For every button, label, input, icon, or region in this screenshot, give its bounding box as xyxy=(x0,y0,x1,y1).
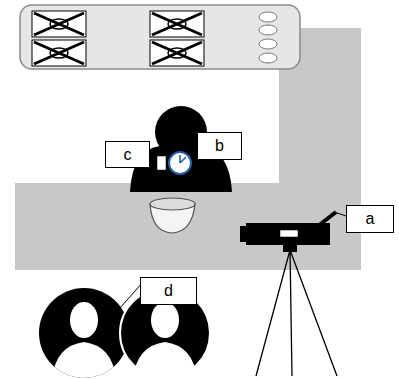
knob xyxy=(259,53,277,63)
person-head xyxy=(151,302,179,338)
tripod xyxy=(256,250,337,376)
person-shoulders xyxy=(133,342,197,379)
callout-box: b xyxy=(197,132,242,160)
burner-grate xyxy=(34,13,84,35)
camera-lens xyxy=(240,226,248,242)
camera-window xyxy=(280,230,298,237)
callout-box: c xyxy=(105,141,150,168)
stove-top xyxy=(20,5,300,69)
person-silhouette xyxy=(52,302,116,379)
burner-grate xyxy=(34,42,84,64)
callout-box: d xyxy=(140,277,197,305)
leader-line xyxy=(334,212,346,216)
burner xyxy=(150,11,204,37)
knob xyxy=(259,12,277,22)
burner-grate xyxy=(152,42,202,64)
burner-ring xyxy=(168,48,186,58)
callout-letter: b xyxy=(215,137,224,155)
burner-ring xyxy=(50,48,68,58)
counter-front xyxy=(15,183,361,270)
knob xyxy=(259,39,277,49)
person-head xyxy=(70,302,98,338)
cook-tag xyxy=(157,156,166,170)
burner-grate xyxy=(152,13,202,35)
burner-ring xyxy=(50,19,68,29)
bowl-rim xyxy=(150,198,195,210)
burner xyxy=(32,11,86,37)
person-shoulders xyxy=(52,342,116,379)
burner xyxy=(32,40,86,66)
camera-handle xyxy=(318,212,336,226)
camera xyxy=(240,212,337,376)
callout-letter: a xyxy=(366,210,375,228)
burner xyxy=(150,40,204,66)
callout-box: a xyxy=(346,205,394,233)
knobs xyxy=(259,12,277,63)
cook-clock xyxy=(169,152,191,174)
stove xyxy=(20,5,300,69)
knob xyxy=(259,25,277,35)
callout-letter: d xyxy=(164,282,173,300)
burners xyxy=(32,11,204,66)
person-silhouette xyxy=(133,302,197,379)
bowl xyxy=(150,198,195,233)
callout-letter: c xyxy=(124,146,132,164)
camera-body xyxy=(246,223,330,245)
counter xyxy=(15,28,361,270)
clock-hands xyxy=(180,155,186,163)
burner-ring xyxy=(168,19,186,29)
